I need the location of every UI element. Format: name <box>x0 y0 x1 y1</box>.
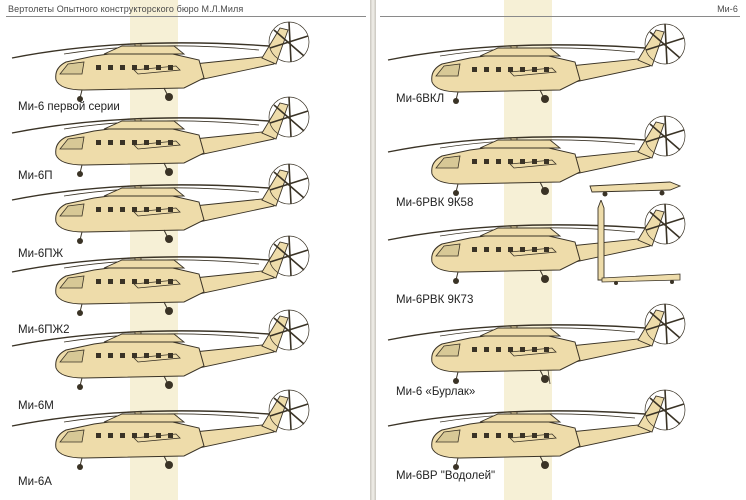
header-rule <box>6 16 366 17</box>
header-rule <box>380 16 740 17</box>
variant-label: Ми-6ВКЛ <box>396 93 445 105</box>
variant-label: Ми-6 «Бурлак» <box>396 386 476 398</box>
helicopter-illustration <box>4 232 314 322</box>
helicopter-illustration <box>4 160 314 250</box>
variant-label: Ми-6П <box>18 170 53 182</box>
helicopter-illustration <box>380 386 690 476</box>
helicopter-illustration <box>4 306 314 396</box>
variant-label: Ми-6РВК 9К58 <box>396 197 474 209</box>
variant-label: Ми-6РВК 9К73 <box>396 294 474 306</box>
helicopter-illustration <box>380 112 690 202</box>
helicopter-illustration <box>4 18 314 108</box>
variant-label: Ми-6ВР "Водолей" <box>396 470 496 482</box>
variant-label: Ми-6М <box>18 400 54 412</box>
variant-label: Ми-6А <box>18 476 52 488</box>
page-header-model: Ми-6 <box>717 4 738 14</box>
helicopter-illustration <box>380 300 690 390</box>
helicopter-illustration <box>380 20 690 110</box>
helicopter-illustration <box>4 93 314 183</box>
helicopter-illustration <box>4 386 314 476</box>
page-header-title: Вертолеты Опытного конструкторского бюро… <box>8 4 244 14</box>
book-gutter <box>370 0 376 500</box>
variant-label: Ми-6 первой серии <box>18 101 120 113</box>
variant-label: Ми-6ПЖ <box>18 248 64 260</box>
left-page: Вертолеты Опытного конструкторского бюро… <box>0 0 370 500</box>
variant-label: Ми-6ПЖ2 <box>18 324 70 336</box>
helicopter-illustration <box>380 198 690 290</box>
